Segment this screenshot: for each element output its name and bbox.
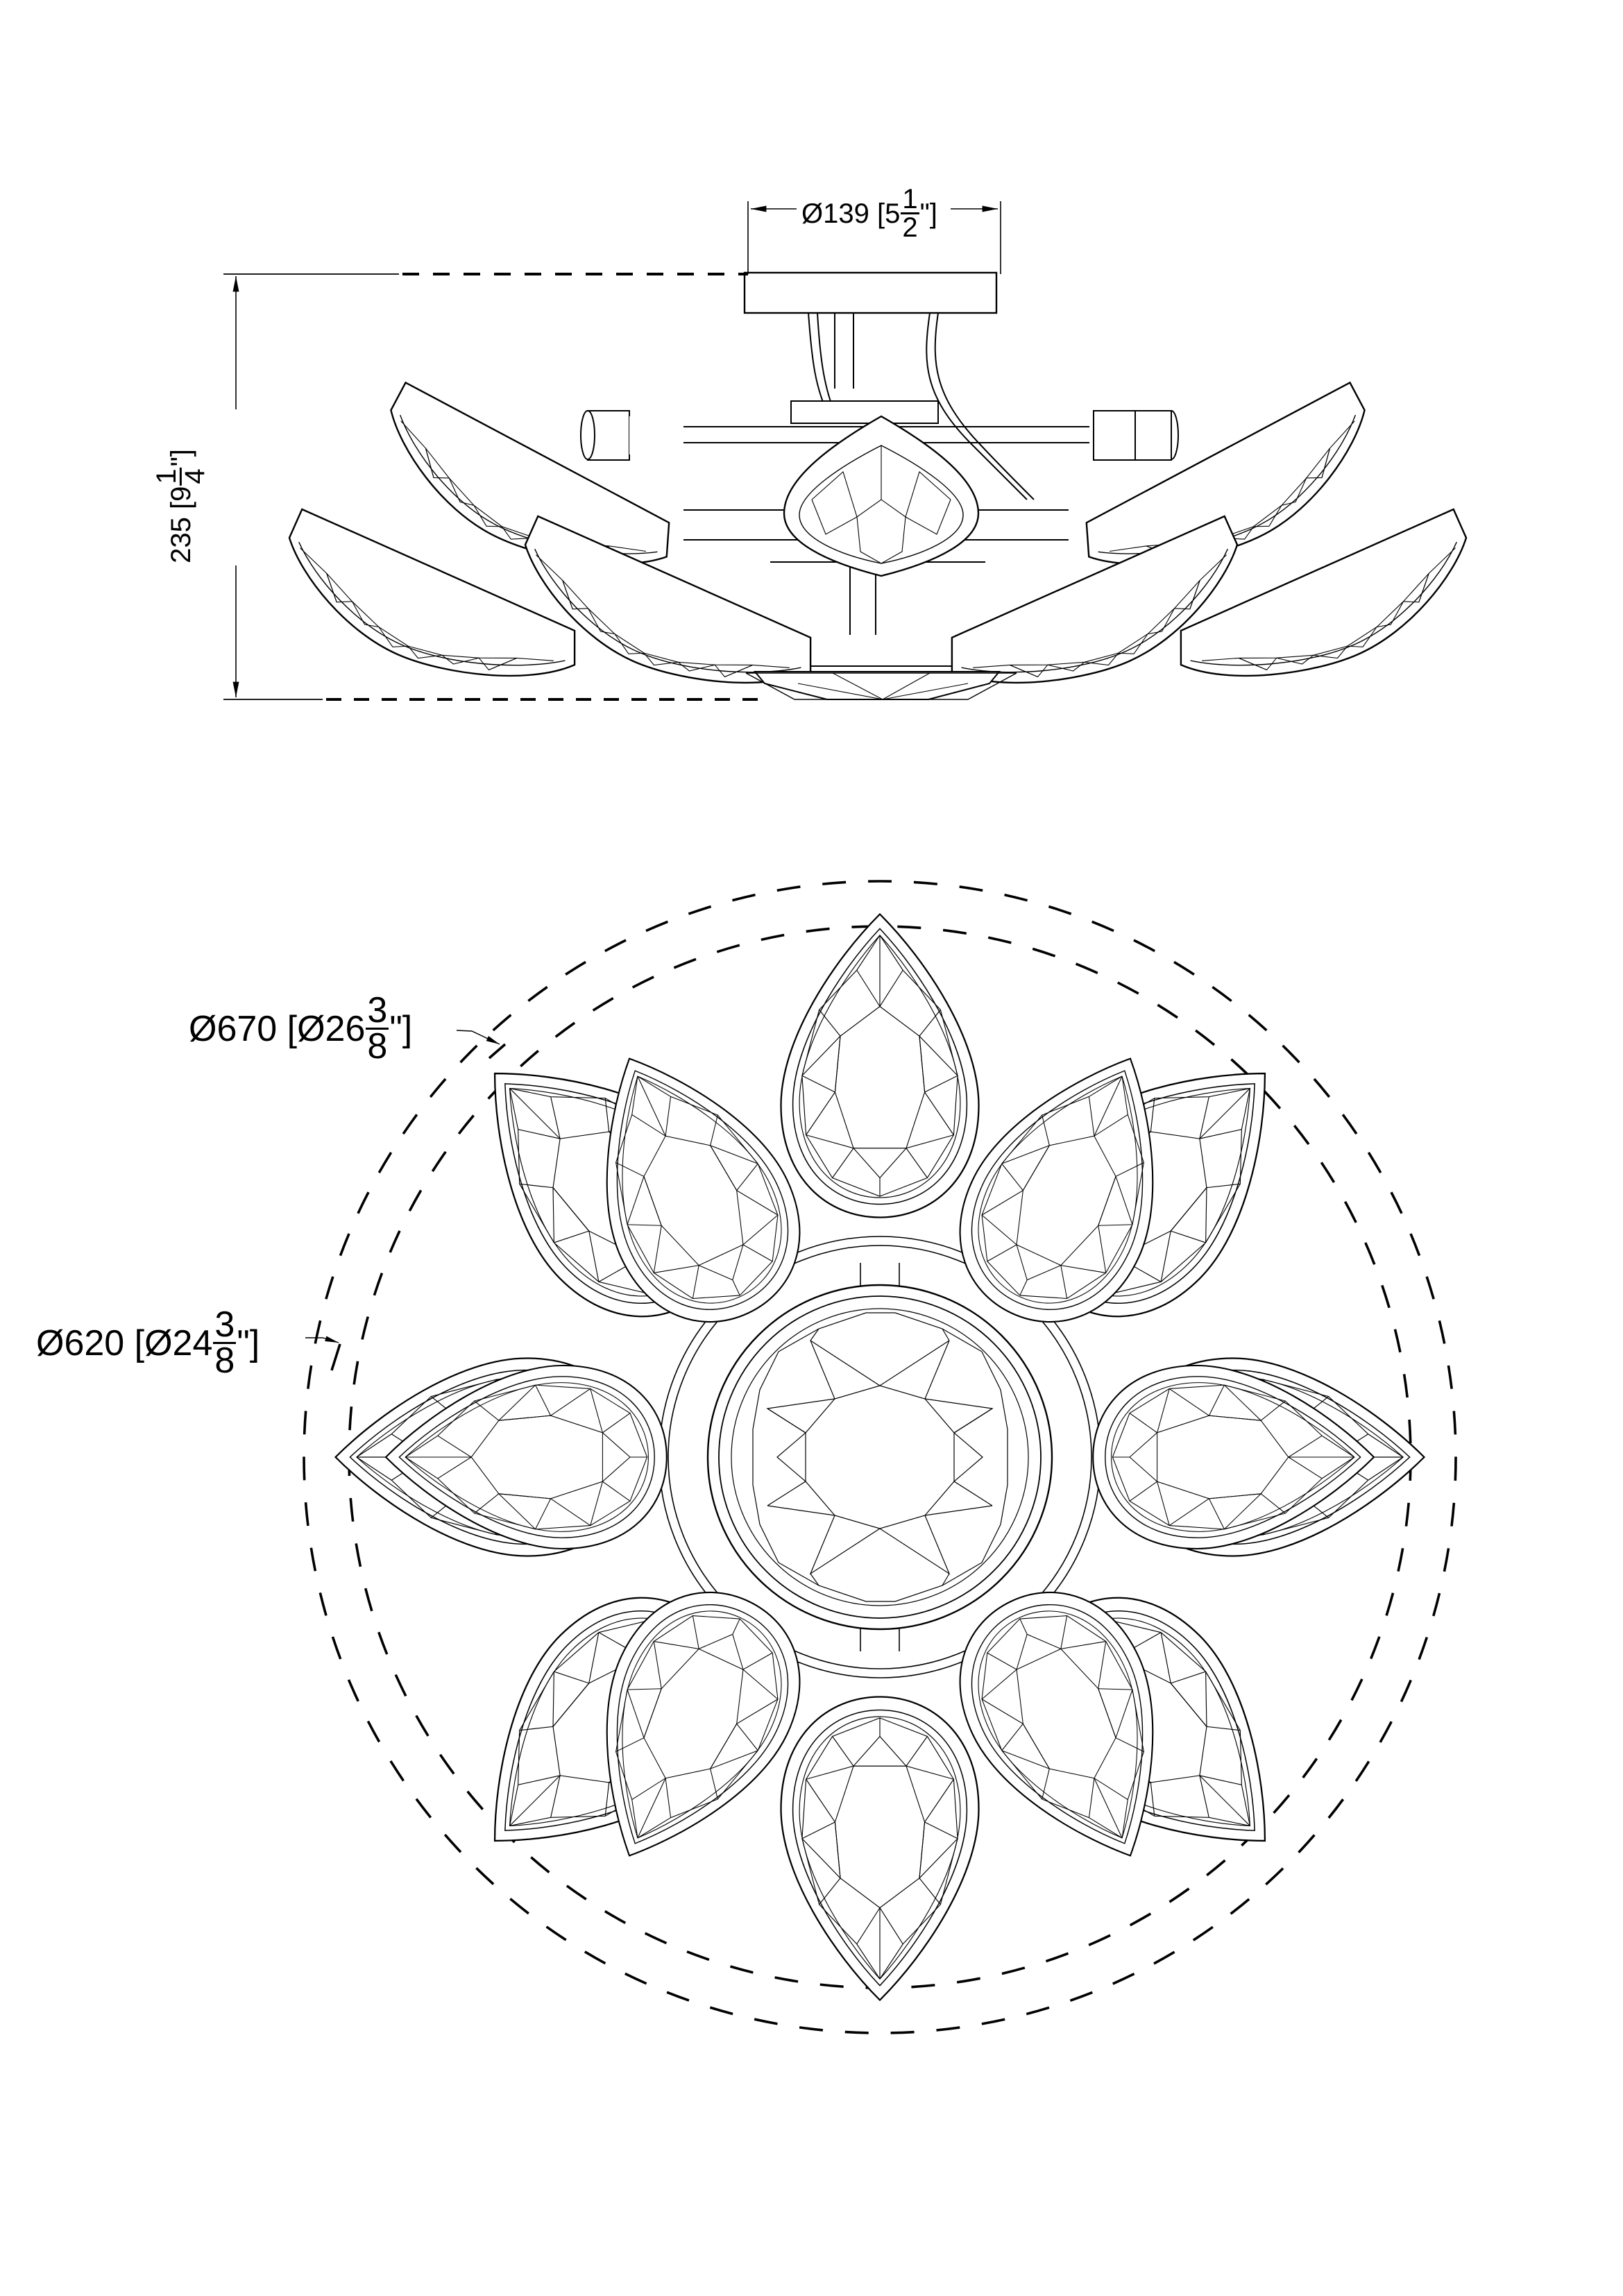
canopy-diameter-fraction: 1 2 bbox=[901, 184, 919, 243]
canopy-diameter-label: Ø139 [5 1 2 "] bbox=[801, 184, 937, 243]
outer-diameter-suffix: "] bbox=[389, 1008, 413, 1049]
fraction-numerator: 1 bbox=[901, 184, 919, 214]
inner-diameter-label: Ø620 [Ø24 3 8 "] bbox=[36, 1304, 260, 1381]
outer-diameter-fraction: 3 8 bbox=[366, 990, 389, 1067]
fraction-denominator: 2 bbox=[902, 212, 918, 243]
canopy bbox=[743, 271, 998, 314]
elevation-view bbox=[223, 201, 1493, 730]
canopy-diameter-value: Ø139 [5 bbox=[801, 198, 901, 229]
overall-height-fraction: 1 4 bbox=[151, 467, 210, 486]
overall-height-value: 235 [9 bbox=[165, 486, 196, 563]
plan-leaders bbox=[305, 1030, 507, 1371]
fraction-numerator: 1 bbox=[151, 467, 182, 486]
fraction-denominator: 8 bbox=[214, 1341, 235, 1381]
elevation-bottom-crystal bbox=[745, 671, 1017, 700]
inner-diameter-suffix: "] bbox=[237, 1323, 260, 1363]
plan-center-crystal bbox=[706, 1284, 1053, 1631]
fraction-numerator: 3 bbox=[366, 990, 389, 1030]
dimension-canopy-diameter bbox=[747, 201, 1001, 274]
elevation-petal-center bbox=[783, 415, 980, 577]
plan-view bbox=[303, 880, 1457, 2034]
outer-envelope-circle bbox=[303, 880, 1457, 2034]
inner-diameter-fraction: 3 8 bbox=[213, 1304, 237, 1381]
fraction-denominator: 8 bbox=[367, 1026, 388, 1067]
inner-diameter-value: Ø620 [Ø24 bbox=[36, 1323, 213, 1363]
outer-diameter-value: Ø670 [Ø26 bbox=[189, 1008, 366, 1049]
overall-height-suffix: "] bbox=[165, 449, 196, 467]
fraction-denominator: 4 bbox=[179, 468, 210, 484]
outer-diameter-label: Ø670 [Ø26 3 8 "] bbox=[189, 990, 413, 1067]
fraction-numerator: 3 bbox=[213, 1304, 237, 1345]
dimension-overall-height bbox=[223, 273, 760, 701]
overall-height-label: 235 [9 1 4 "] bbox=[151, 449, 210, 563]
canopy-diameter-suffix: "] bbox=[919, 198, 937, 229]
